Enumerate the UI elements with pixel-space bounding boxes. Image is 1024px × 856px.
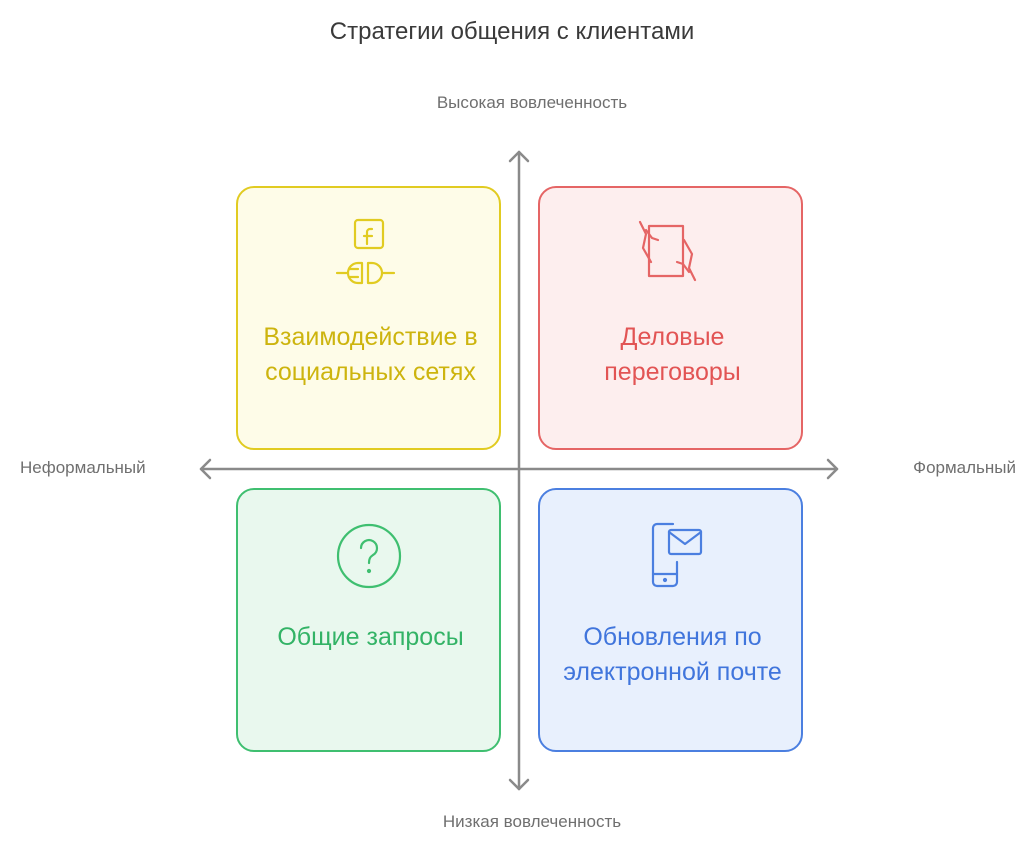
arrow-up-icon	[508, 150, 530, 163]
axis-label-bottom: Низкая вовлеченность	[442, 812, 622, 831]
phone-mail-icon	[540, 518, 801, 590]
question-circle-icon	[238, 520, 499, 592]
arrow-down-icon	[508, 778, 530, 791]
axis-label-top: Высокая вовлеченность	[436, 93, 628, 112]
quadrant-label: Общие запросы	[277, 623, 464, 651]
quadrant-label: Обновления по электронной почте	[563, 623, 782, 686]
axis-label-left: Неформальный	[20, 458, 146, 477]
quadrant-business-negotiations: Деловые переговоры	[538, 186, 803, 450]
quadrant-email-updates: Обновления по электронной почте	[538, 488, 803, 752]
diagram-title: Стратегии общения с клиентами	[329, 18, 695, 45]
facebook-plug-icon	[238, 218, 499, 286]
arrow-right-icon	[826, 458, 839, 480]
quadrant-label: Деловые переговоры	[604, 323, 741, 386]
arrow-left-icon	[199, 458, 212, 480]
handshake-document-icon	[540, 216, 801, 284]
quadrant-general-inquiries: Общие запросы	[236, 488, 501, 752]
quadrant-label: Взаимодействие в социальных сетях	[263, 323, 478, 386]
quadrant-social-media: Взаимодействие в социальных сетях	[236, 186, 501, 450]
axis-label-right: Формальный	[913, 458, 1016, 477]
